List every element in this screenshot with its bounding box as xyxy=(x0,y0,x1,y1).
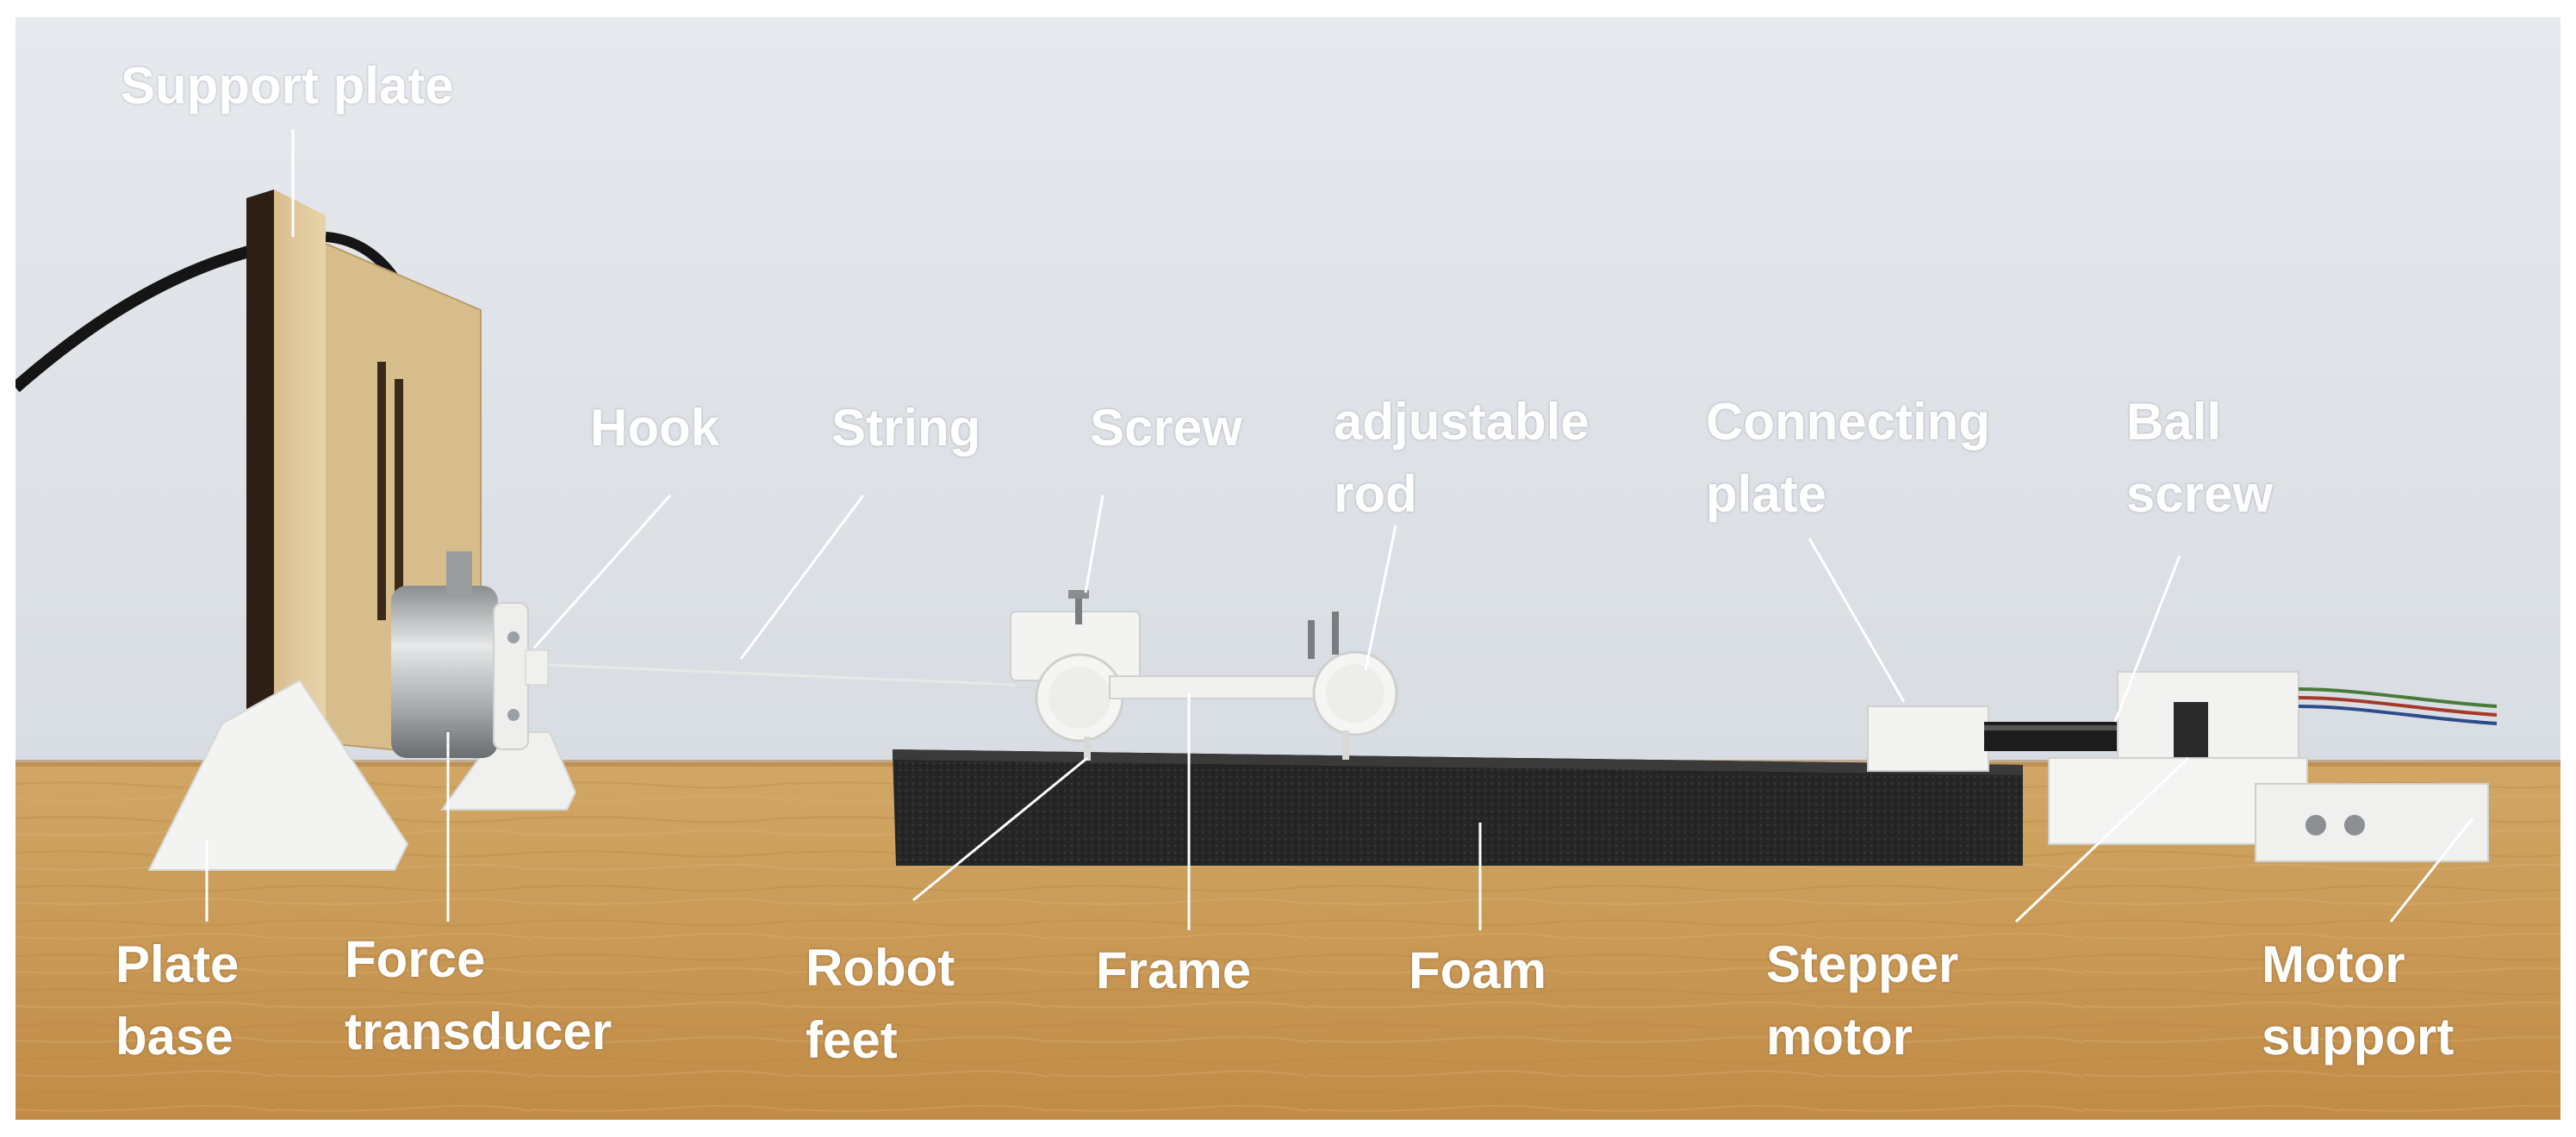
label-connecting-plate-line1: Connecting xyxy=(1706,393,1990,450)
label-force-transducer-line1: Force xyxy=(345,930,486,988)
support-plate xyxy=(274,190,326,827)
label-stepper-motor-line2: motor xyxy=(1766,1008,1913,1066)
support-plate-edge xyxy=(246,190,274,831)
label-adjustable-rod-line2: rod xyxy=(1334,465,1417,523)
label-support-plate: Support plate xyxy=(121,57,454,115)
plate-base-left xyxy=(147,679,409,871)
force-transducer xyxy=(391,586,498,758)
label-plate-base-line2: base xyxy=(115,1008,233,1066)
label-plate-base: Plate base xyxy=(115,929,239,1073)
label-robot-feet-line1: Robot xyxy=(806,939,955,997)
cable xyxy=(16,239,276,393)
label-motor-support: Motor support xyxy=(2262,929,2454,1073)
label-string: String xyxy=(831,399,981,457)
string xyxy=(547,663,1016,687)
label-force-transducer: Force transducer xyxy=(345,923,612,1068)
label-motor-support-line1: Motor xyxy=(2262,935,2405,993)
label-connecting-plate: Connecting plate xyxy=(1706,386,1990,531)
label-force-transducer-line2: transducer xyxy=(345,1003,613,1060)
label-adjustable-rod-line1: adjustable xyxy=(1334,393,1590,450)
label-ball-screw-line2: screw xyxy=(2126,465,2274,523)
connecting-plate xyxy=(1867,705,1989,772)
label-ball-screw-line1: Ball xyxy=(2126,393,2222,450)
label-adjustable-rod: adjustable rod xyxy=(1334,386,1590,531)
label-plate-base-line1: Plate xyxy=(115,935,240,993)
label-hook: Hook xyxy=(590,399,719,457)
label-stepper-motor-line1: Stepper xyxy=(1766,935,1959,993)
label-screw: Screw xyxy=(1090,399,1242,457)
label-robot-feet: Robot feet xyxy=(806,932,955,1077)
label-foam: Foam xyxy=(1409,941,1547,999)
label-ball-screw: Ball screw xyxy=(2126,386,2273,531)
robot-assembly xyxy=(1010,590,1398,761)
label-stepper-motor: Stepper motor xyxy=(1766,929,1958,1073)
label-robot-feet-line2: feet xyxy=(806,1011,898,1069)
label-motor-support-line2: support xyxy=(2262,1008,2455,1066)
label-frame: Frame xyxy=(1096,941,1252,999)
label-connecting-plate-line2: plate xyxy=(1706,465,1827,523)
foam-block xyxy=(893,749,2023,866)
